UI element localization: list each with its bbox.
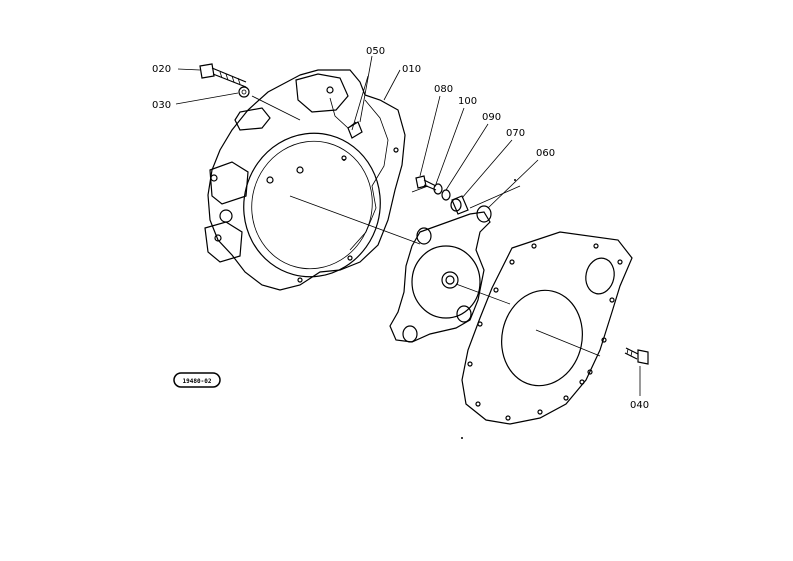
part-label-050: 050	[366, 46, 385, 57]
part-label-060: 060	[536, 148, 555, 159]
flywheel-housing-010	[204, 69, 406, 291]
back-plate-060	[461, 231, 633, 425]
center-lines	[289, 75, 601, 357]
bolt-020	[199, 63, 247, 88]
part-label-020: 020	[152, 64, 171, 75]
part-label-090: 090	[482, 112, 501, 123]
bolt-040	[624, 347, 649, 365]
part-label-040: 040	[630, 400, 649, 411]
part-label-100: 100	[458, 96, 477, 107]
coupling-plate	[389, 205, 492, 343]
washer-100	[433, 183, 443, 195]
part-label-030: 030	[152, 100, 171, 111]
washer-090	[441, 189, 451, 201]
stamp-text: 19480-02	[183, 378, 212, 385]
washer-030	[238, 86, 250, 98]
part-label-070: 070	[506, 128, 525, 139]
part-label-010: 010	[402, 64, 421, 75]
reference-stamp: 19480-02	[173, 372, 221, 388]
collar-070	[450, 195, 469, 215]
leader-lines	[175, 55, 641, 396]
part-label-080: 080	[434, 84, 453, 95]
bolt-080	[415, 175, 437, 191]
